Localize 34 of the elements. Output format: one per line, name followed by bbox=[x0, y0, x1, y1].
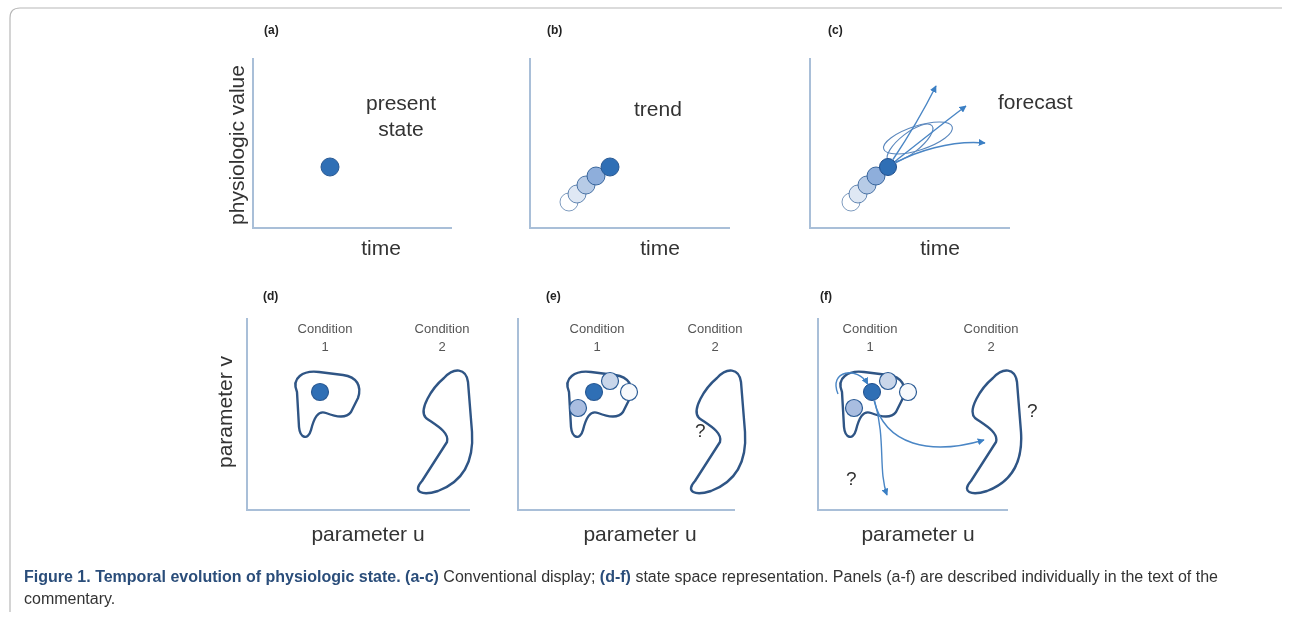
region-label: Condition 2 bbox=[413, 320, 471, 356]
question-mark: ? bbox=[846, 468, 857, 490]
annotation-text: trend bbox=[634, 97, 682, 122]
panel-letter: (b) bbox=[547, 24, 563, 38]
panel-letter: (a) bbox=[264, 24, 279, 38]
state-dot bbox=[863, 383, 881, 401]
arrow bbox=[894, 105, 967, 163]
question-mark: ? bbox=[695, 420, 706, 442]
axis-label: time bbox=[361, 236, 401, 261]
question-mark: ? bbox=[1027, 400, 1038, 422]
region-label: Condition 1 bbox=[841, 320, 899, 356]
arrow bbox=[895, 139, 986, 164]
panel-letter: (e) bbox=[546, 290, 561, 304]
region-label: Condition 2 bbox=[686, 320, 744, 356]
axis-label: time bbox=[640, 236, 680, 261]
axis-label: parameter u bbox=[861, 522, 975, 547]
arrow bbox=[873, 399, 889, 496]
panel-letter: (d) bbox=[263, 290, 279, 304]
panel-letter: (f) bbox=[820, 290, 832, 304]
region-label: Condition 1 bbox=[296, 320, 354, 356]
axis-label: parameter v bbox=[212, 356, 237, 468]
arrow bbox=[892, 85, 937, 161]
axis-label: time bbox=[920, 236, 960, 261]
annotation-text: forecast bbox=[998, 90, 1073, 115]
panel-letter: (c) bbox=[828, 24, 843, 38]
axis-label: physiologic value bbox=[224, 65, 249, 225]
axis-label: parameter u bbox=[583, 522, 697, 547]
annotation-text: present state bbox=[364, 90, 437, 142]
figure-caption: Figure 1. Temporal evolution of physiologic state. (a-c) Conventional display; (d-f) state space representation. Panels (a-f) are described individually in the text of the commentary. bbox=[24, 567, 1219, 609]
state-dot bbox=[879, 158, 897, 176]
region-label: Condition 1 bbox=[568, 320, 626, 356]
arrow bbox=[835, 372, 869, 395]
axis-label: parameter u bbox=[311, 522, 425, 547]
region-label: Condition 2 bbox=[962, 320, 1020, 356]
